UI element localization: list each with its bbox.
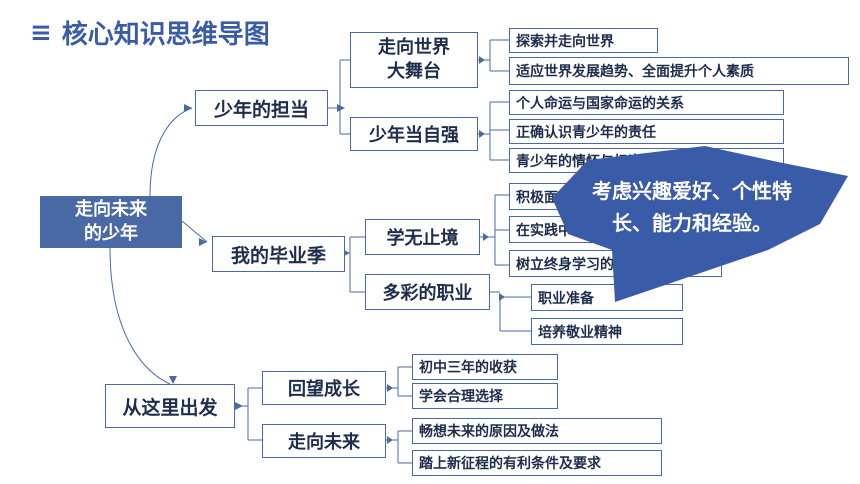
node-label: 走向未来: [288, 432, 360, 453]
item-imagine-future: 畅想未来的原因及做法: [412, 418, 662, 444]
root-label: 走向未来的少年: [75, 199, 147, 244]
menu-icon: ≡: [30, 17, 52, 48]
item-youth-responsibility: 正确认识青少年的责任: [509, 119, 784, 144]
callout-text: 考虑兴趣爱好、个性特长、能力和经验。: [592, 179, 792, 235]
item-fate-relationship: 个人命运与国家命运的关系: [509, 90, 784, 115]
item-label: 职业准备: [538, 290, 594, 307]
branch-label: 我的毕业季: [230, 244, 326, 267]
item-label: 正确认识青少年的责任: [516, 124, 656, 141]
item-label: 培养敬业精神: [538, 324, 622, 341]
node-endless-learning: 学无止境: [365, 219, 480, 255]
item-reasonable-choice: 学会合理选择: [412, 383, 558, 409]
item-explore-world: 探索并走向世界: [509, 28, 658, 53]
branch-graduation-season: 我的毕业季: [212, 236, 345, 272]
node-label: 走向世界大舞台: [378, 37, 450, 82]
item-label: 个人命运与国家命运的关系: [516, 95, 684, 112]
item-three-year-gains: 初中三年的收获: [412, 354, 558, 380]
item-label: 适应世界发展趋势、全面提升个人素质: [516, 64, 754, 80]
item-label: 畅想未来的原因及做法: [419, 424, 559, 440]
node-toward-future: 走向未来: [262, 424, 386, 458]
page-title-text: 核心知识思维导图: [61, 20, 270, 50]
branch-label: 少年的担当: [213, 98, 309, 121]
node-label: 多彩的职业: [382, 283, 473, 304]
item-career-prep: 职业准备: [531, 284, 683, 311]
item-label: 踏上新征程的有利条件及要求: [419, 456, 601, 472]
branch-label: 从这里出发: [122, 396, 218, 419]
node-look-back: 回望成长: [262, 371, 386, 405]
item-label: 初中三年的收获: [419, 360, 517, 376]
item-label: 探索并走向世界: [516, 33, 614, 50]
node-colorful-careers: 多彩的职业: [365, 274, 490, 310]
item-new-journey: 踏上新征程的有利条件及要求: [412, 450, 662, 476]
branch-start-here: 从这里出发: [105, 384, 235, 428]
root-node: 走向未来的少年: [40, 196, 182, 248]
node-world-stage: 走向世界大舞台: [350, 32, 478, 88]
node-youth-self-strengthen: 少年当自强: [350, 117, 478, 151]
item-label: 树立终身学习的理念: [516, 256, 642, 273]
page-title: ≡ 核心知识思维导图: [30, 14, 270, 51]
branch-youth-responsibility: 少年的担当: [195, 90, 328, 126]
node-label: 学无止境: [386, 228, 459, 249]
item-label: 学会合理选择: [419, 389, 503, 405]
item-adapt-trends: 适应世界发展趋势、全面提升个人素质: [509, 57, 849, 85]
node-label: 少年当自强: [369, 125, 459, 146]
node-label: 回望成长: [288, 379, 360, 400]
item-professionalism: 培养敬业精神: [531, 318, 683, 345]
